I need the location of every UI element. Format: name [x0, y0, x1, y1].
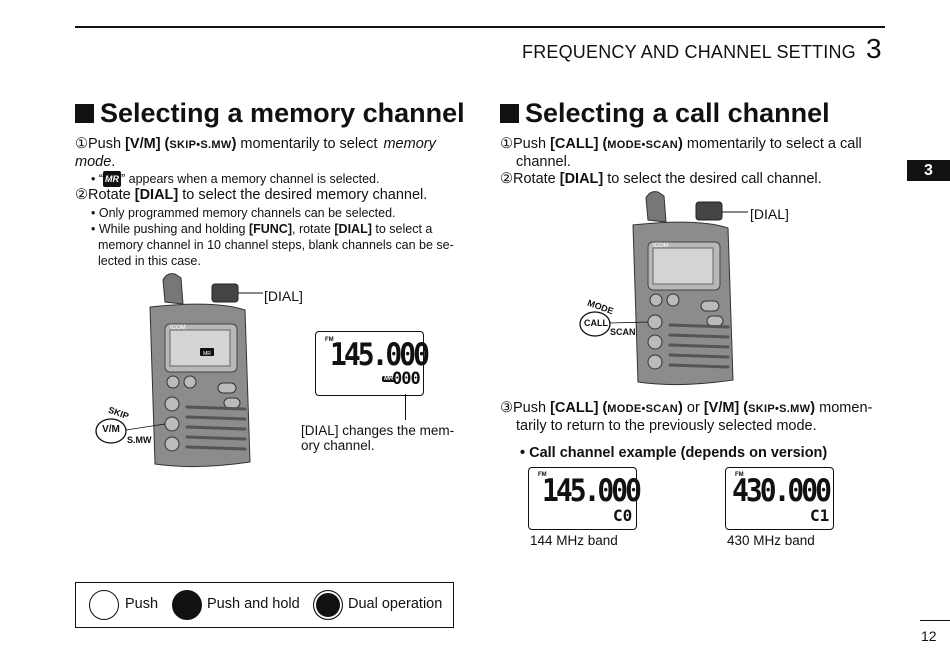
call-step-2: ②Rotate [DIAL] to select the desired cal…	[500, 171, 822, 187]
section-title-call: Selecting a call channel	[500, 98, 830, 129]
call-lcd-144: FM 145.000 C0	[528, 467, 642, 530]
radio-illustration-memory: MR ICOM	[95, 273, 263, 468]
memory-note-mr: • “MR” appears when a memory channel is …	[91, 171, 380, 187]
section-title-memory: Selecting a memory channel	[75, 98, 465, 129]
call-step-3: ③Push [CALL] (MODE•SCAN) or [V/M] (SKIP•…	[500, 400, 873, 434]
call-example-title: • Call channel example (depends on versi…	[520, 445, 828, 461]
mr-icon: MR	[103, 171, 122, 187]
push-circle-icon	[89, 590, 119, 620]
legend-box: Push Push and hold Dual operation	[75, 582, 454, 628]
page-number: 12	[921, 628, 937, 644]
legend-push: Push	[125, 596, 159, 612]
call-lcd-430-caption: 430 MHz band	[727, 533, 815, 548]
svg-text:ICOM: ICOM	[170, 325, 186, 331]
legend-push-hold: Push and hold	[207, 596, 300, 612]
memory-step-2: ②Rotate [DIAL] to select the desired mem…	[75, 187, 428, 203]
call-lcd-430: FM 430.000 C1	[725, 467, 834, 530]
memory-note-programmed: • Only programmed memory channels can be…	[91, 206, 396, 220]
square-bullet-icon	[500, 104, 519, 123]
memory-lcd-display: FM 145.000 MR 000	[315, 331, 430, 396]
scan-key-label: SCAN	[610, 327, 636, 337]
dial-callout-call: [DIAL]	[750, 206, 789, 222]
memory-step-1: ①Push [V/M] (SKIP•S.MW) momentarily to s…	[75, 136, 436, 170]
legend-dual: Dual operation	[348, 596, 443, 612]
lcd-frequency: 430.000	[732, 472, 832, 509]
call-step-1: ①Push [CALL] (MODE•SCAN) momentarily to …	[500, 136, 862, 170]
chapter-title: FREQUENCY AND CHANNEL SETTING	[522, 42, 856, 62]
smw-key-label: S.MW	[127, 435, 152, 445]
dual-operation-circle-icon	[313, 590, 343, 620]
square-bullet-icon	[75, 104, 94, 123]
chapter-number: 3	[866, 33, 882, 64]
header-rule	[75, 26, 885, 28]
lcd-channel: C1	[810, 506, 830, 525]
call-lcd-144-caption: 144 MHz band	[530, 533, 618, 548]
mr-icon: MR	[382, 376, 396, 382]
lcd-channel: 000	[392, 369, 421, 389]
svg-text:MR: MR	[203, 351, 211, 357]
lcd-frequency: 145.000	[330, 336, 430, 373]
dial-callout-memory: [DIAL]	[264, 288, 303, 304]
push-hold-circle-icon	[172, 590, 202, 620]
call-key-label: CALL	[584, 318, 608, 328]
lcd-callout-line	[405, 394, 406, 420]
lcd-caption: [DIAL] changes the mem-ory channel.	[301, 423, 455, 453]
side-tab[interactable]: 3	[907, 160, 950, 181]
radio-illustration-call: ICOM	[579, 191, 748, 386]
memory-note-func: • While pushing and holding [FUNC], rota…	[91, 222, 454, 268]
lcd-frequency: 145.000	[542, 472, 642, 509]
page-number-rule	[920, 620, 950, 621]
lcd-channel: C0	[613, 506, 633, 525]
vm-key-label: V/M	[102, 424, 120, 435]
svg-text:ICOM: ICOM	[653, 243, 669, 249]
